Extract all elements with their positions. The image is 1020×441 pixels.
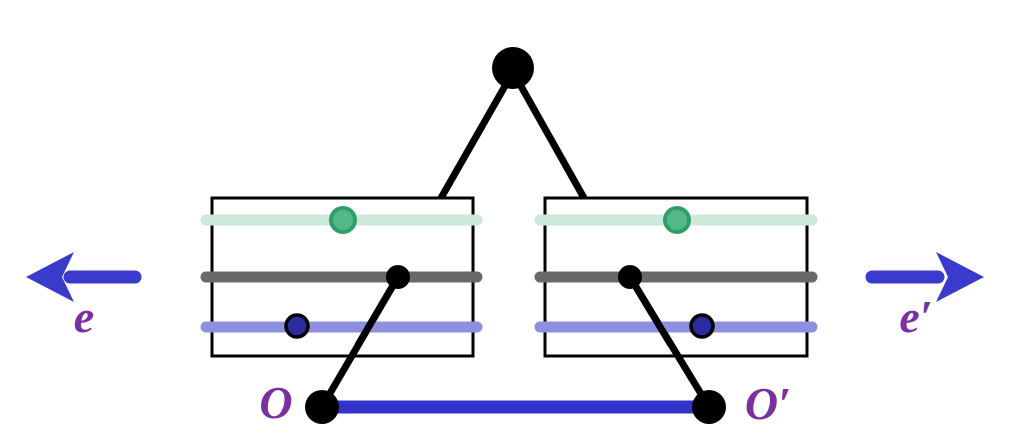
apex-right-string bbox=[509, 70, 588, 200]
left-arrow-icon bbox=[26, 252, 142, 302]
label-e-left: e bbox=[74, 291, 94, 342]
left-black-dot bbox=[386, 265, 410, 289]
origin-right-dot bbox=[692, 390, 726, 424]
left-box-group bbox=[200, 196, 483, 358]
right-green-dot bbox=[663, 206, 691, 234]
right-arrow-icon bbox=[865, 252, 984, 302]
origin-left-dot bbox=[305, 390, 339, 424]
label-o-right: O′ bbox=[745, 378, 791, 429]
right-navy-dot bbox=[689, 313, 715, 339]
apex-dot bbox=[492, 47, 534, 89]
right-black-dot bbox=[618, 265, 642, 289]
label-e-right: e′ bbox=[899, 291, 932, 342]
apex-left-string bbox=[437, 70, 517, 200]
left-green-dot bbox=[329, 206, 357, 234]
right-string-overlay bbox=[627, 275, 674, 347]
left-navy-dot bbox=[284, 313, 310, 339]
label-o-left: O bbox=[259, 377, 292, 428]
left-string-overlay bbox=[354, 275, 402, 347]
left-arrow-head bbox=[26, 252, 74, 302]
right-arrow-head bbox=[936, 252, 984, 302]
right-box-group bbox=[534, 196, 818, 358]
